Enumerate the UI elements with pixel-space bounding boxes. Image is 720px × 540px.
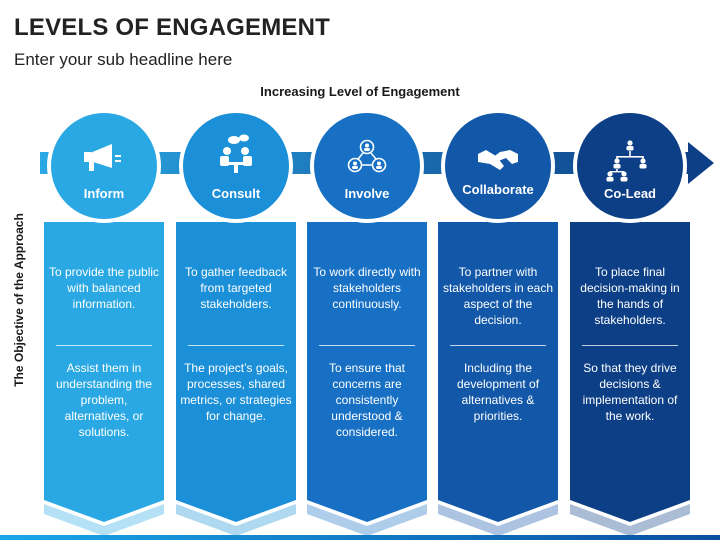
stage-approach: To ensure that concerns are consistently… xyxy=(328,361,406,439)
stage-card-tail xyxy=(307,504,427,536)
stage-label: Consult xyxy=(211,186,261,201)
stage-divider xyxy=(319,345,415,346)
stage-card-tail xyxy=(44,504,164,536)
stage-circle xyxy=(314,113,420,219)
stage-divider xyxy=(56,345,152,346)
page-title: LEVELS OF ENGAGEMENT xyxy=(14,14,331,41)
stage-approach: The project’s goals, processes, shared m… xyxy=(180,361,292,423)
arrow-label: Increasing Level of Engagement xyxy=(260,84,460,99)
stage-objective: To work directly with stakeholders conti… xyxy=(313,265,421,311)
megaphone-icon xyxy=(84,144,121,171)
stage-objective: To gather feedback from targeted stakeho… xyxy=(184,265,288,311)
stage-label: Inform xyxy=(83,186,125,201)
meeting-icon xyxy=(220,134,252,173)
stage-card-tail xyxy=(570,504,690,536)
stage-objective: To partner with stakeholders in each asp… xyxy=(442,265,554,327)
stage-approach: Assist them in understanding the problem… xyxy=(55,361,153,439)
stage-card-inform xyxy=(44,222,164,522)
stage-divider xyxy=(450,345,546,346)
stage-card-co-lead xyxy=(570,222,690,522)
stage-circle xyxy=(577,113,683,219)
stage-approach: So that they drive decisions & implement… xyxy=(582,361,678,423)
stage-label: Co-Lead xyxy=(604,186,656,201)
page-subtitle: Enter your sub headline here xyxy=(14,50,233,69)
bottom-accent-bar xyxy=(0,535,720,540)
stage-approach: Including the development of alternative… xyxy=(456,361,540,423)
network-people-icon xyxy=(347,139,387,173)
stage-card-tail xyxy=(438,504,558,536)
stage-divider xyxy=(188,345,284,346)
stage-label: Collaborate xyxy=(462,182,534,197)
stage-objective: To place final decision-making in the ha… xyxy=(580,265,680,327)
org-chart-icon xyxy=(606,140,647,182)
stage-card-involve xyxy=(307,222,427,522)
stage-card-tail xyxy=(176,504,296,536)
stage-card-collaborate xyxy=(438,222,558,522)
stage-divider xyxy=(582,345,678,346)
stage-circle xyxy=(51,113,157,219)
stage-card-consult xyxy=(176,222,296,522)
stage-objective: To provide the public with balanced info… xyxy=(48,265,160,311)
handshake-icon xyxy=(478,150,518,170)
stage-label: Involve xyxy=(344,186,390,201)
